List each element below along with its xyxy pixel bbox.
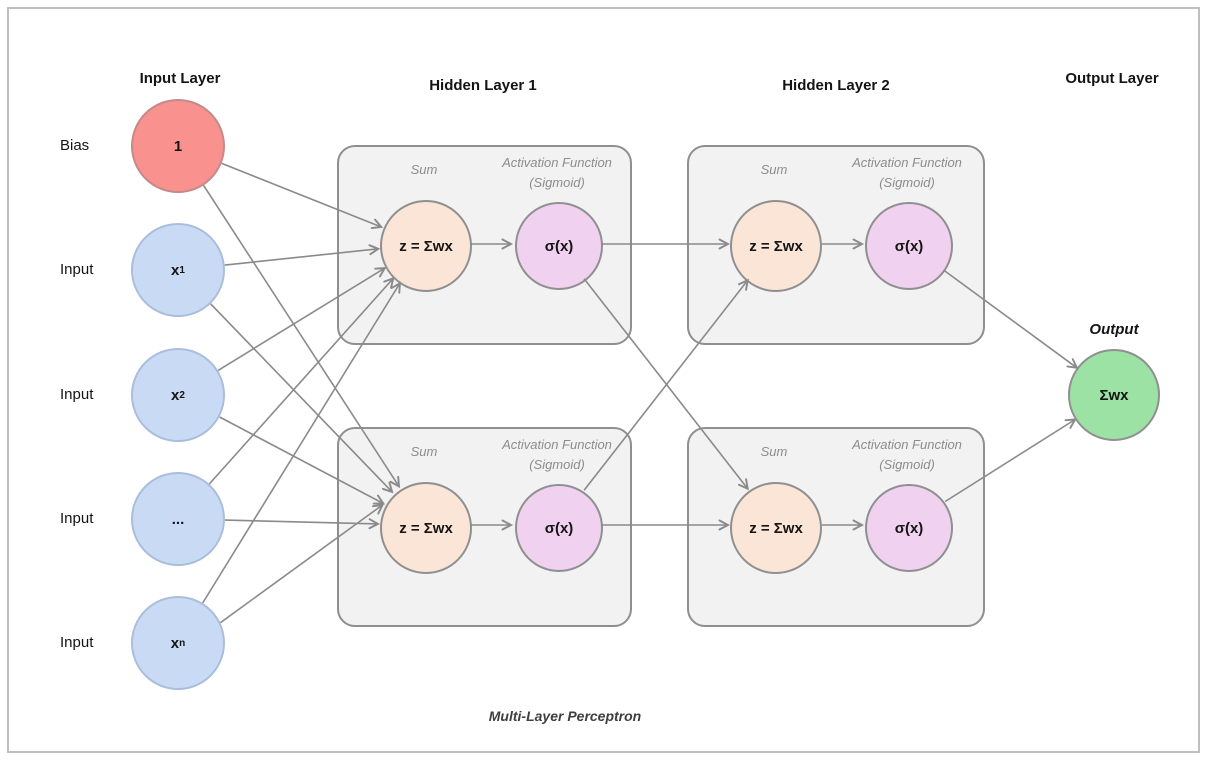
- input-side-label-3: Input: [60, 510, 94, 527]
- output-layer-title: Output Layer: [1065, 70, 1159, 87]
- bias-side-label: Bias: [60, 137, 90, 154]
- activation-label-line2: (Sigmoid): [529, 175, 585, 190]
- bias-node-text: 1: [173, 137, 183, 155]
- diagram-caption: Multi-Layer Perceptron: [488, 708, 642, 724]
- hidden2-unit2-box: Sum Activation Function (Sigmoid) z = Σw…: [687, 427, 985, 627]
- input-node-xn-text: x: [170, 634, 180, 652]
- activation-label: Activation Function (Sigmoid): [477, 435, 637, 475]
- input-side-label-1: Input: [60, 261, 94, 278]
- sum-node: z = Σwx: [380, 482, 472, 574]
- input-node-x1-sub: 1: [179, 264, 185, 276]
- activation-node: σ(x): [515, 202, 603, 290]
- activation-node: σ(x): [515, 484, 603, 572]
- activation-label: Activation Function (Sigmoid): [477, 153, 637, 193]
- input-node-ellipsis-text: ...: [171, 510, 185, 528]
- activation-label-line1: Activation Function: [852, 155, 962, 170]
- bias-node: 1: [131, 99, 225, 193]
- sum-label: Sum: [760, 444, 788, 459]
- hidden1-unit2-box: Sum Activation Function (Sigmoid) z = Σw…: [337, 427, 632, 627]
- input-node-ellipsis: ...: [131, 472, 225, 566]
- input-node-x2-sub: 2: [179, 389, 185, 401]
- input-node-x1-text: x: [171, 261, 180, 279]
- output-node: Σwx: [1068, 349, 1160, 441]
- input-node-xn-sub: n: [179, 637, 186, 649]
- hidden2-unit1-box: Sum Activation Function (Sigmoid) z = Σw…: [687, 145, 985, 345]
- input-side-label-2: Input: [60, 386, 94, 403]
- activation-label-line2: (Sigmoid): [879, 457, 935, 472]
- activation-label-line2: (Sigmoid): [879, 175, 935, 190]
- activation-label-line1: Activation Function: [502, 155, 612, 170]
- input-side-label-4: Input: [60, 634, 94, 651]
- hidden1-unit1-box: Sum Activation Function (Sigmoid) z = Σw…: [337, 145, 632, 345]
- sum-label: Sum: [410, 444, 438, 459]
- hidden-layer-1-title: Hidden Layer 1: [429, 77, 537, 94]
- output-node-label: Output: [1089, 321, 1139, 338]
- activation-label-line2: (Sigmoid): [529, 457, 585, 472]
- activation-label: Activation Function (Sigmoid): [827, 435, 987, 475]
- hidden-layer-2-title: Hidden Layer 2: [782, 77, 890, 94]
- sum-label: Sum: [410, 162, 438, 177]
- sum-node: z = Σwx: [730, 482, 822, 574]
- activation-label: Activation Function (Sigmoid): [827, 153, 987, 193]
- input-layer-title: Input Layer: [139, 70, 221, 87]
- sum-node: z = Σwx: [380, 200, 472, 292]
- activation-node: σ(x): [865, 484, 953, 572]
- input-node-x2-text: x: [171, 386, 180, 404]
- activation-node: σ(x): [865, 202, 953, 290]
- activation-label-line1: Activation Function: [502, 437, 612, 452]
- sum-label: Sum: [760, 162, 788, 177]
- sum-node: z = Σwx: [730, 200, 822, 292]
- activation-label-line1: Activation Function: [852, 437, 962, 452]
